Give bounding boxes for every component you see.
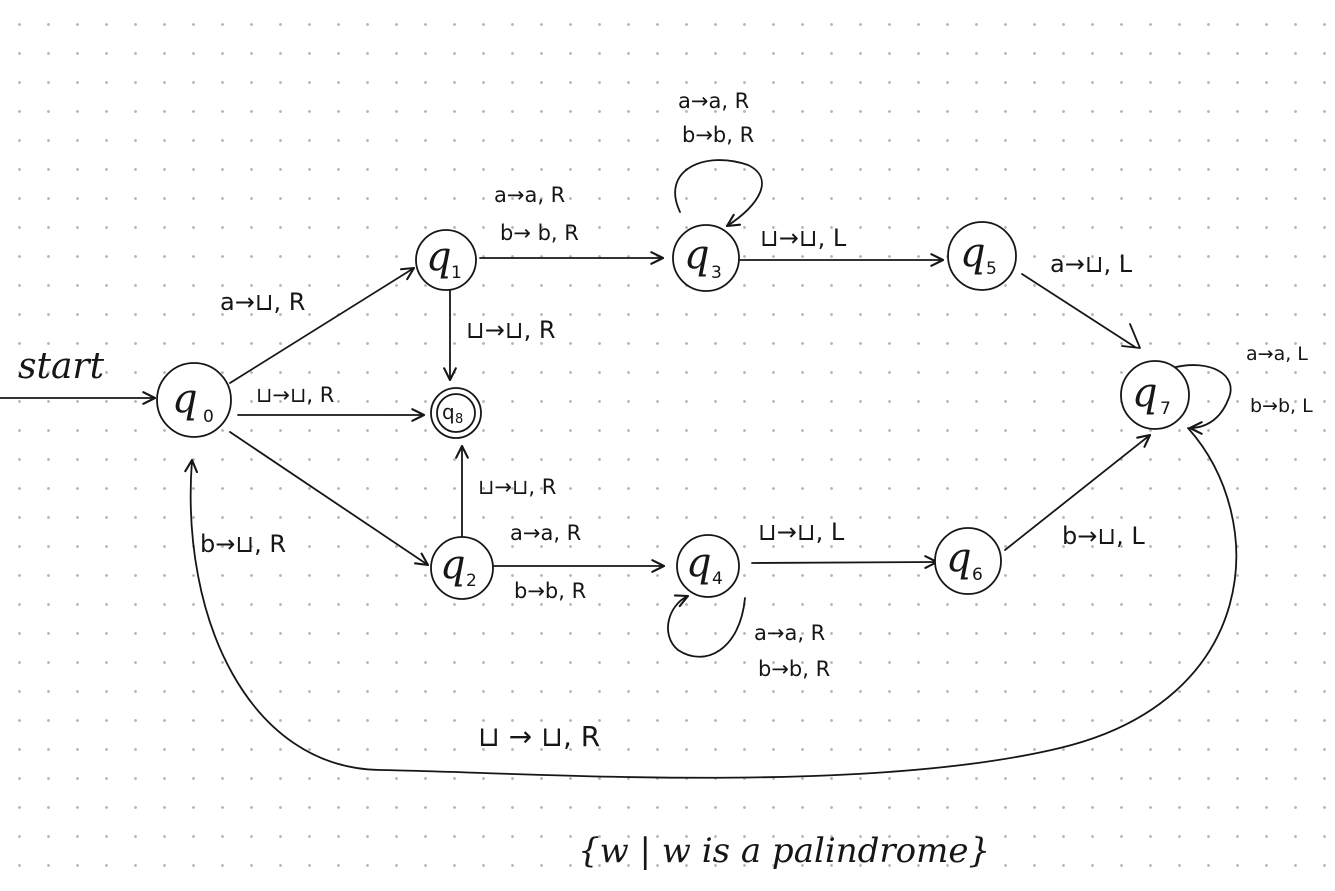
- state-q2: q 2: [430, 536, 494, 600]
- label-q0-q8: ⊔→⊔, R: [256, 383, 334, 407]
- state-q8-accept: q 8: [430, 387, 482, 439]
- edge-q0-q1: [229, 266, 416, 384]
- state-q8-sub: 8: [455, 412, 463, 427]
- label-q4-q6: ⊔→⊔, L: [758, 518, 845, 546]
- edge-q6-q7: [1004, 433, 1152, 551]
- state-q5: q 5: [947, 221, 1017, 291]
- label-q1-q8: ⊔→⊔, R: [466, 316, 556, 344]
- state-q4: q 4: [676, 534, 740, 598]
- label-q2-q8: ⊔→⊔, R: [478, 475, 556, 499]
- state-q1-letter: q: [426, 234, 452, 280]
- label-q0-q2: b→⊔, R: [200, 530, 286, 558]
- state-q6: q 6: [934, 527, 1002, 595]
- label-q7-loop-b: b→b, L: [1250, 395, 1313, 417]
- state-q8-letter: q: [442, 400, 455, 424]
- state-q7-sub: 7: [1160, 399, 1171, 419]
- label-q4-loop-b: b→b, R: [758, 657, 830, 681]
- transitions: [184, 159, 1238, 779]
- start-arrow: start: [0, 346, 157, 405]
- label-q7-q0: ⊔ → ⊔, R: [478, 720, 600, 753]
- edge-q5-q7: [1021, 273, 1136, 348]
- label-q4-loop-a: a→a, R: [754, 621, 825, 645]
- edge-q3-q3-loop: [674, 159, 763, 228]
- label-q2-q4-a: a→a, R: [510, 521, 581, 545]
- state-q7-letter: q: [1132, 370, 1158, 416]
- start-label: start: [18, 346, 105, 387]
- edge-q4-q6: [751, 555, 939, 569]
- edge-q7-q0: [184, 427, 1238, 779]
- state-q0-letter: q: [172, 376, 198, 422]
- state-q4-sub: 4: [712, 569, 723, 589]
- state-q0: q 0: [156, 362, 232, 438]
- label-q3-loop-a: a→a, R: [678, 89, 749, 113]
- label-q5-q7: a→⊔, L: [1050, 250, 1133, 278]
- state-q5-letter: q: [960, 230, 986, 276]
- label-q7-loop-a: a→a, L: [1246, 343, 1308, 365]
- state-q3-sub: 3: [711, 263, 722, 283]
- state-q1-sub: 1: [451, 263, 462, 283]
- edge-q4-q4-loop: [667, 594, 746, 658]
- state-q3: q 3: [672, 224, 740, 292]
- state-q1: q 1: [415, 229, 477, 291]
- language-caption: {w | w is a palindrome}: [578, 831, 990, 871]
- state-q0-sub: 0: [203, 407, 214, 427]
- state-q2-letter: q: [440, 542, 466, 588]
- state-q2-sub: 2: [466, 571, 477, 591]
- states: q 0 q 1 q 2 q 3 q 4 q 5 q: [156, 221, 1190, 600]
- state-q6-letter: q: [946, 535, 972, 581]
- edge-q0-q2: [229, 431, 430, 567]
- label-q6-q7: b→⊔, L: [1062, 522, 1145, 550]
- transition-labels: a→⊔, R ⊔→⊔, R b→⊔, R a→a, R b→ b, R ⊔→⊔,…: [200, 89, 1313, 753]
- state-q7: q 7: [1120, 360, 1190, 430]
- label-q0-q1: a→⊔, R: [220, 288, 305, 316]
- state-q6-sub: 6: [972, 565, 983, 585]
- state-q5-sub: 5: [986, 259, 997, 279]
- label-q3-loop-b: b→b, R: [682, 123, 754, 147]
- label-q2-q4-b: b→b, R: [514, 579, 586, 603]
- label-q1-q3-a: a→a, R: [494, 183, 565, 207]
- edge-q5-q7-head: [1121, 323, 1141, 349]
- label-q3-q5: ⊔→⊔, L: [760, 224, 847, 252]
- label-q1-q3-b: b→ b, R: [500, 221, 579, 245]
- edge-q7-q7-loop: [1171, 364, 1232, 435]
- state-q3-letter: q: [684, 232, 710, 278]
- state-q4-letter: q: [686, 540, 712, 586]
